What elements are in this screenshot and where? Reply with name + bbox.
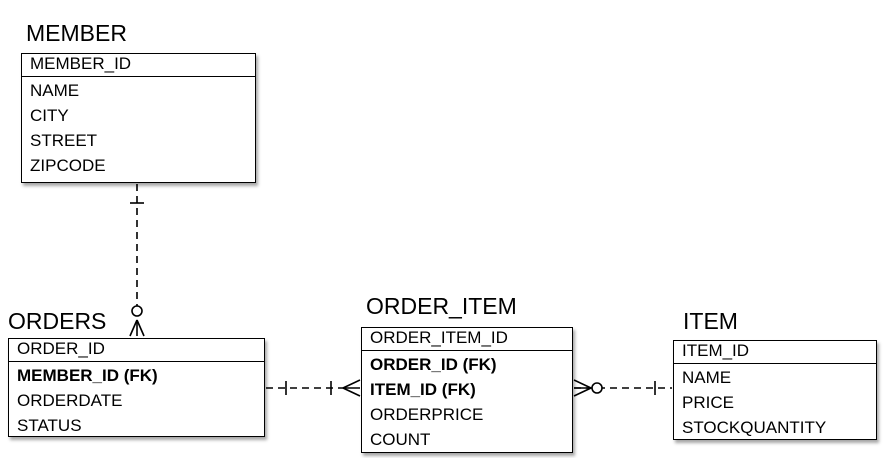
many-marker [342,379,361,397]
entity-member[interactable]: MEMBER_ID NAME CITY STREET ZIPCODE [21,53,256,183]
attribute: STATUS [17,416,82,435]
attribute: CITY [30,106,69,125]
many-marker [573,379,592,397]
primary-key: ORDER_ITEM_ID [362,328,572,351]
foreign-key-attribute: ORDER_ID (FK) [370,355,497,374]
attribute: NAME [30,81,80,100]
foreign-key-attribute: MEMBER_ID (FK) [17,366,158,385]
many-marker [129,319,145,337]
attribute: PRICE [682,393,734,412]
rel-orderitem-item [573,379,672,397]
entity-title-order-item: ORDER_ITEM [366,293,517,319]
attribute: ZIPCODE [30,156,106,175]
entity-item[interactable]: ITEM_ID NAME PRICE STOCKQUANTITY [673,340,877,440]
attribute-list: NAME PRICE STOCKQUANTITY [674,364,876,440]
entity-title-orders: ORDERS [8,308,107,334]
foreign-key-attribute: ITEM_ID (FK) [370,380,476,399]
attribute-list: NAME CITY STREET ZIPCODE [22,77,255,178]
entity-title-member: MEMBER [26,20,127,46]
primary-key: MEMBER_ID [22,54,255,77]
zero-marker [591,382,603,394]
attribute: NAME [682,368,732,387]
attribute: STOCKQUANTITY [682,418,827,437]
attribute: ORDERDATE [17,391,123,410]
entity-orders[interactable]: ORDER_ID MEMBER_ID (FK) ORDERDATE STATUS [8,338,265,437]
primary-key: ORDER_ID [9,339,264,362]
rel-member-orders [129,184,145,337]
entity-title-item: ITEM [683,308,738,334]
attribute: STREET [30,131,98,150]
attribute: COUNT [370,430,431,449]
attribute-list: MEMBER_ID (FK) ORDERDATE STATUS [9,362,264,438]
attribute-list: ORDER_ID (FK) ITEM_ID (FK) ORDERPRICE CO… [362,351,572,452]
primary-key: ITEM_ID [674,341,876,364]
entity-order-item[interactable]: ORDER_ITEM_ID ORDER_ID (FK) ITEM_ID (FK)… [361,327,573,453]
attribute: ORDERPRICE [370,405,484,424]
rel-orders-orderitem [266,379,361,397]
zero-marker [131,305,143,317]
